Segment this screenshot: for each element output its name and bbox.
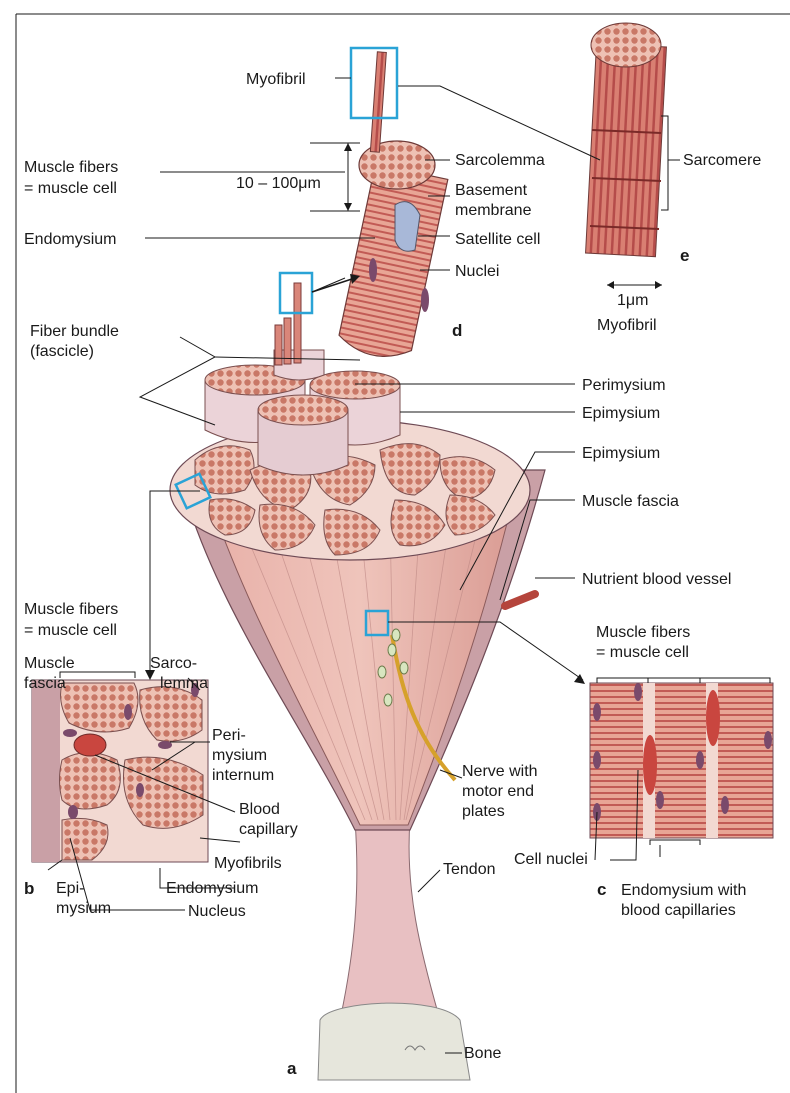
nucleus-d-1 bbox=[369, 258, 377, 282]
inset-c-capillary-2 bbox=[706, 690, 720, 746]
label-epimysium-2: Epimysium bbox=[582, 445, 660, 462]
inset-b-fascia bbox=[32, 680, 60, 862]
label-muscle-fibers-c-1: Muscle fibers bbox=[596, 624, 690, 641]
label-bone: Bone bbox=[464, 1045, 501, 1062]
label-peri-3: internum bbox=[212, 767, 274, 784]
panel-label-b: b bbox=[24, 879, 34, 898]
label-satellite-cell: Satellite cell bbox=[455, 231, 540, 248]
label-cell-nuclei: Cell nuclei bbox=[514, 851, 588, 868]
label-myofibril-top: Myofibril bbox=[246, 71, 306, 88]
label-nutrient-vessel: Nutrient blood vessel bbox=[582, 571, 731, 588]
label-diameter: 10 – 100μm bbox=[236, 175, 321, 192]
panel-c-inset bbox=[590, 683, 773, 838]
label-muscle-b-1: Muscle bbox=[24, 655, 75, 672]
label-basement-2: membrane bbox=[455, 202, 532, 219]
label-endo-c-1: Endomysium with bbox=[621, 882, 746, 899]
inset-c-background bbox=[590, 683, 773, 838]
myofibril-cylinder bbox=[586, 43, 667, 256]
nucleus-d-2 bbox=[421, 288, 429, 312]
label-tendon: Tendon bbox=[443, 861, 496, 878]
satellite-cell-shape bbox=[395, 202, 420, 252]
label-nerve-2: motor end bbox=[462, 783, 534, 800]
label-myofibrils-b: Myofibrils bbox=[214, 855, 282, 872]
label-fascia-b-2: fascia bbox=[24, 675, 66, 692]
nutrient-vessel bbox=[505, 594, 535, 606]
label-fiber-bundle-2: (fascicle) bbox=[30, 343, 94, 360]
label-blood-2: capillary bbox=[239, 821, 298, 838]
myofibril-stick-d bbox=[370, 52, 386, 152]
label-epimysium-1: Epimysium bbox=[582, 405, 660, 422]
label-epi-b-1: Epi- bbox=[56, 880, 84, 897]
bone-shape bbox=[318, 1003, 470, 1080]
label-muscle-fibers-c-2: = muscle cell bbox=[596, 644, 689, 661]
label-fiber-bundle-1: Fiber bundle bbox=[30, 323, 119, 340]
label-endo-c-2: blood capillaries bbox=[621, 902, 736, 919]
panel-a-muscle bbox=[170, 283, 545, 1080]
label-perimysium: Perimysium bbox=[582, 377, 666, 394]
label-nuclei: Nuclei bbox=[455, 263, 499, 280]
label-nucleus-b: Nucleus bbox=[188, 903, 246, 920]
panel-label-d: d bbox=[452, 321, 462, 340]
label-sarcomere: Sarcomere bbox=[683, 152, 761, 169]
myofibril-end-face bbox=[591, 23, 661, 67]
label-muscle-fibers-d-1: Muscle fibers bbox=[24, 159, 118, 176]
label-peri-1: Peri- bbox=[212, 727, 246, 744]
label-nerve-1: Nerve with bbox=[462, 763, 538, 780]
label-nerve-3: plates bbox=[462, 803, 505, 820]
panel-label-a: a bbox=[287, 1059, 297, 1078]
panel-e-myofibril bbox=[586, 23, 667, 257]
label-sarco-b-2: lemma bbox=[160, 675, 208, 692]
label-muscle-fascia: Muscle fascia bbox=[582, 493, 679, 510]
label-myofibril-e: Myofibril bbox=[597, 317, 657, 334]
panel-b-inset bbox=[32, 680, 208, 862]
label-endomysium-d: Endomysium bbox=[24, 231, 116, 248]
panel-label-e: e bbox=[680, 246, 689, 265]
label-basement-1: Basement bbox=[455, 182, 528, 199]
label-peri-2: mysium bbox=[212, 747, 267, 764]
label-myofibril-width: 1μm bbox=[617, 292, 648, 309]
label-muscle-fibers-b-2: = muscle cell bbox=[24, 622, 117, 639]
panel-d-fiber bbox=[280, 48, 448, 363]
panel-label-c: c bbox=[597, 880, 606, 899]
inset-b-capillary bbox=[74, 734, 106, 756]
label-blood-1: Blood bbox=[239, 801, 280, 818]
label-muscle-fibers-d-2: = muscle cell bbox=[24, 180, 117, 197]
label-endomysium-b: Endomysium bbox=[166, 880, 258, 897]
label-epi-b-2: mysium bbox=[56, 900, 111, 917]
fiber-cylinder bbox=[336, 164, 447, 363]
label-sarcolemma-d: Sarcolemma bbox=[455, 152, 545, 169]
label-muscle-fibers-b-1: Muscle fibers bbox=[24, 601, 118, 618]
tendon-shape bbox=[340, 820, 440, 1020]
inset-c-capillary-1 bbox=[643, 735, 657, 795]
label-sarco-b-1: Sarco- bbox=[150, 655, 197, 672]
